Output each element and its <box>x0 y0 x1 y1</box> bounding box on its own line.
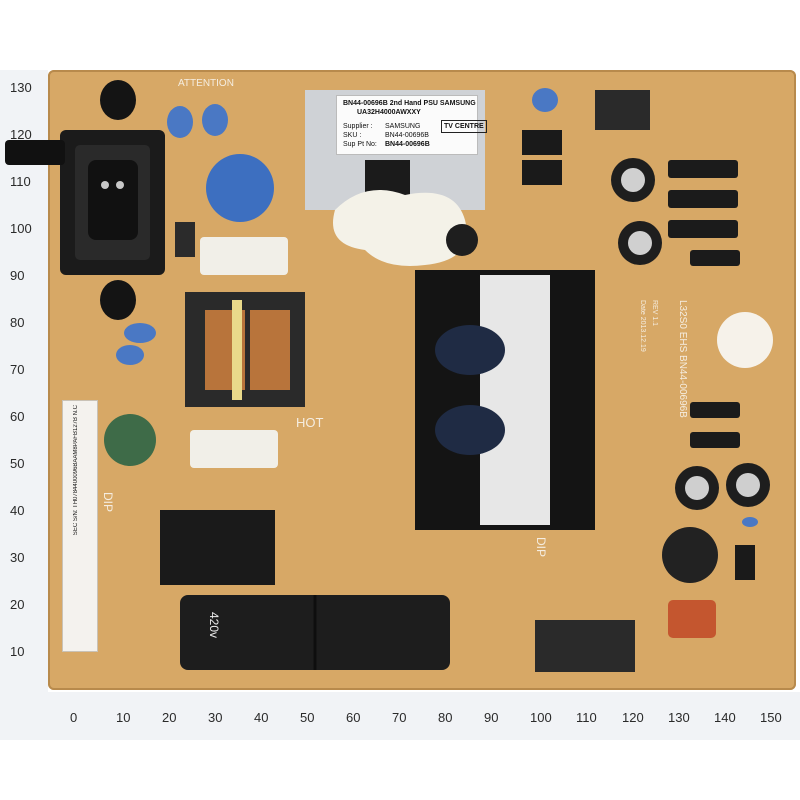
ruler-left-tick: 120 <box>10 127 32 142</box>
ruler-left-tick: 40 <box>10 503 25 518</box>
ic-2 <box>522 160 562 185</box>
ruler-left-tick: 130 <box>10 80 32 95</box>
ntc-thermistor <box>104 414 156 466</box>
hot-text: HOT <box>296 415 324 430</box>
sku-key: SKU : <box>343 132 362 139</box>
ruler-left-tick: 70 <box>10 362 25 377</box>
ruler-bottom-tick: 90 <box>484 710 499 725</box>
sku-val: BN44-00696B <box>385 132 429 139</box>
ruler-bottom-tick: 150 <box>760 710 782 725</box>
ruler-bottom-tick: 0 <box>70 710 78 725</box>
ruler-bottom-tick: 70 <box>392 710 407 725</box>
ruler-bottom-tick: 110 <box>576 710 597 725</box>
product-label: BN44-00696B 2nd Hand PSU SAMSUNG UA32H40… <box>336 95 487 155</box>
main-transformer <box>415 270 595 530</box>
top-connector <box>595 90 650 130</box>
ruler-left-tick: 60 <box>10 409 25 424</box>
ruler-left-tick: 100 <box>10 221 32 236</box>
white-component <box>717 312 773 368</box>
ruler-left-tick: 20 <box>10 597 25 612</box>
ruler-bottom-tick: 80 <box>438 710 453 725</box>
y-capacitors <box>116 88 758 527</box>
suppt-val: BN44-00696B <box>385 141 430 148</box>
bulk-capacitors <box>180 595 450 670</box>
inductor <box>175 222 195 257</box>
tv-centre-logo: TV CENTRE <box>441 120 487 133</box>
supplier-key: Supplier : <box>343 123 373 130</box>
suppt-key: Sup Pt No: <box>343 141 377 148</box>
supplier-val: SAMSUNG <box>385 123 421 130</box>
ruler-bottom-tick: 120 <box>622 710 644 725</box>
ruler-bottom-tick: 20 <box>162 710 177 725</box>
ruler-left: 130 120 110 100 90 80 70 60 50 40 30 20 10 <box>0 70 48 710</box>
ruler-bottom-tick: 40 <box>254 710 269 725</box>
ruler-left-tick: 90 <box>10 268 25 283</box>
varistor <box>206 154 274 222</box>
output-connector <box>535 620 635 672</box>
x-capacitors <box>190 237 716 638</box>
serial-text: SEC S/N: TH0784400096BAAM8PAFB127B N.C <box>73 405 79 536</box>
diodes <box>668 160 740 448</box>
label-line1: BN44-00696B 2nd Hand PSU SAMSUNG <box>343 100 476 107</box>
ruler-left-tick: 110 <box>10 174 31 189</box>
serial-sticker: SEC S/N: TH0784400096BAAM8PAFB127B N.C <box>62 400 98 652</box>
ruler-bottom: 010203040506070809010011012013014015016 <box>0 692 800 740</box>
ruler-left-tick: 30 <box>10 550 25 565</box>
output-capacitors <box>446 158 770 510</box>
attention-text: ATTENTION <box>178 78 234 89</box>
common-mode-choke <box>185 292 305 407</box>
ruler-bottom-tick: 10 <box>116 710 131 725</box>
ruler-bottom-tick: 140 <box>714 710 736 725</box>
ic-1 <box>522 130 562 155</box>
ruler-bottom-tick: 130 <box>668 710 690 725</box>
ruler-left-tick: 50 <box>10 456 25 471</box>
ruler-bottom-tick: 30 <box>208 710 223 725</box>
ruler-left-tick: 80 <box>10 315 25 330</box>
ruler-bottom-tick: 60 <box>346 710 361 725</box>
bridge-rectifier <box>160 510 275 585</box>
output-coil <box>662 527 718 583</box>
label-line2: UA32H4000AWXXY <box>357 109 421 116</box>
ac-inlet <box>5 80 165 320</box>
ruler-bottom-tick: 100 <box>530 710 552 725</box>
cap-voltage-text: 420v <box>207 612 221 638</box>
ruler-bottom-tick: 50 <box>300 710 315 725</box>
ruler-left-tick: 10 <box>10 644 25 659</box>
transistor <box>735 545 755 580</box>
